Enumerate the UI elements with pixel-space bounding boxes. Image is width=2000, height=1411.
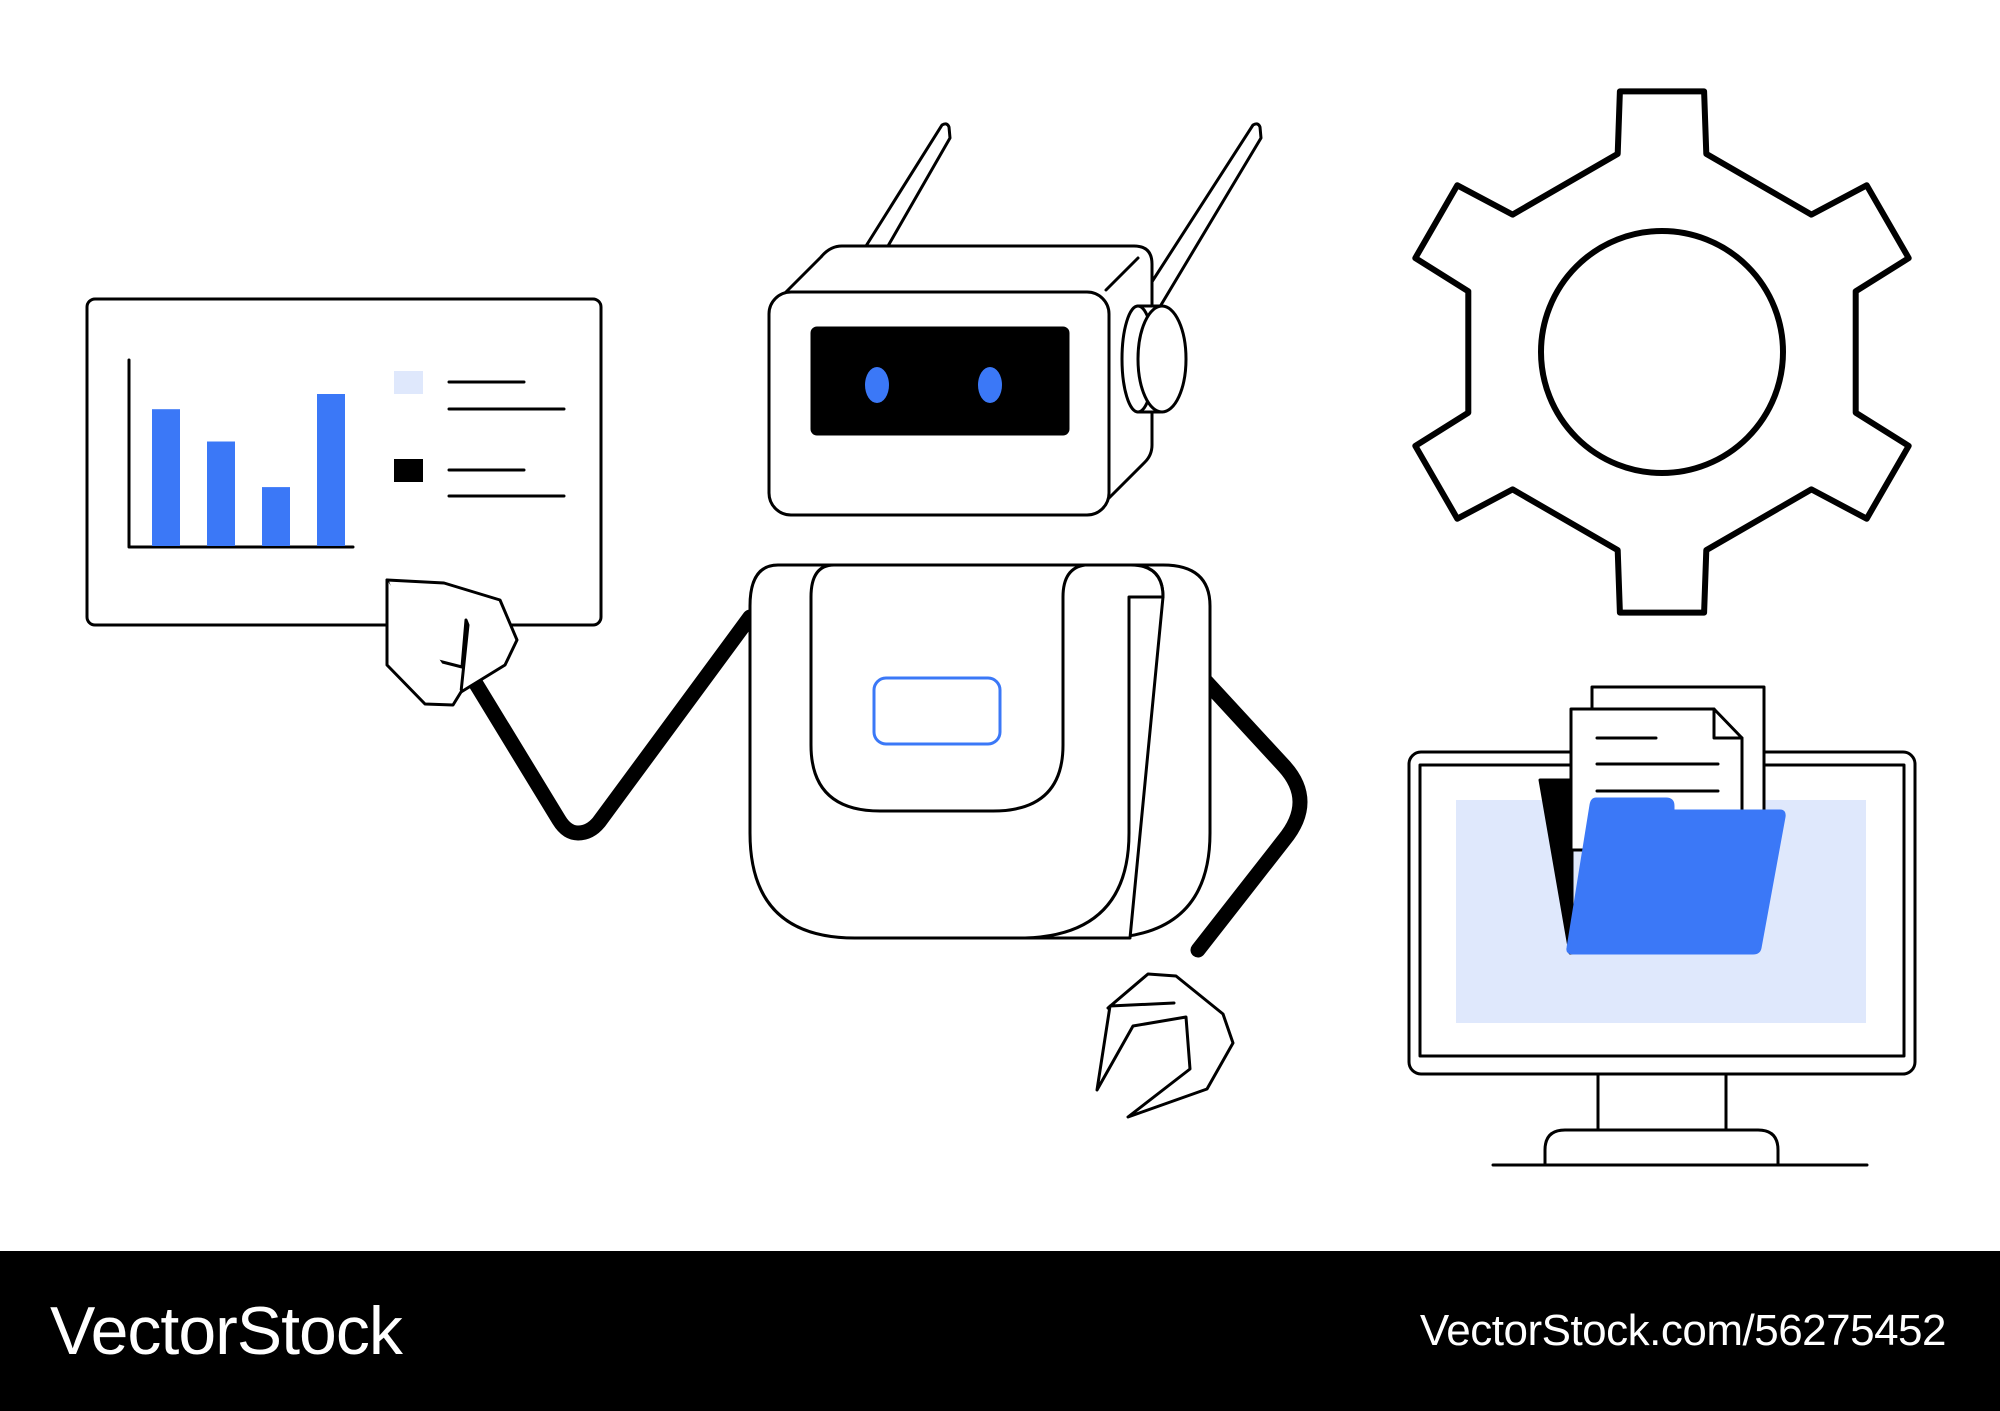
robot-chest-screen xyxy=(872,676,1002,746)
robot-eye-left xyxy=(865,367,889,403)
antenna-left xyxy=(864,122,952,248)
folder-icon xyxy=(1566,797,1786,955)
monitor-neck xyxy=(1596,1073,1728,1132)
monitor-stand xyxy=(1543,1128,1780,1167)
robot-eye-right xyxy=(978,367,1002,403)
chart-bar xyxy=(262,487,290,546)
chart-bars xyxy=(152,394,345,546)
watermark-footer: VectorStock VectorStock.com/56275452 xyxy=(0,1251,2000,1411)
chart-bar xyxy=(207,441,235,546)
robot-claw-right xyxy=(1095,972,1235,1119)
robot-icon xyxy=(385,122,1308,1119)
monitor-icon xyxy=(1407,685,1917,1167)
legend-swatch-light xyxy=(394,371,423,394)
brand-logo: VectorStock xyxy=(50,1293,403,1369)
chart-board-icon xyxy=(85,297,603,627)
illustration xyxy=(85,88,1917,1167)
antenna-right xyxy=(1135,122,1263,312)
gear-icon xyxy=(1412,88,1912,616)
robot-arm-left xyxy=(462,609,758,841)
robot-arm-right xyxy=(1158,630,1308,958)
legend-swatch-dark xyxy=(394,459,423,482)
brand-url: VectorStock.com/56275452 xyxy=(1419,1306,1947,1355)
chart-bar xyxy=(152,409,180,546)
chart-bar xyxy=(317,394,345,546)
robot-visor xyxy=(810,326,1070,436)
chart-axes xyxy=(127,358,355,549)
